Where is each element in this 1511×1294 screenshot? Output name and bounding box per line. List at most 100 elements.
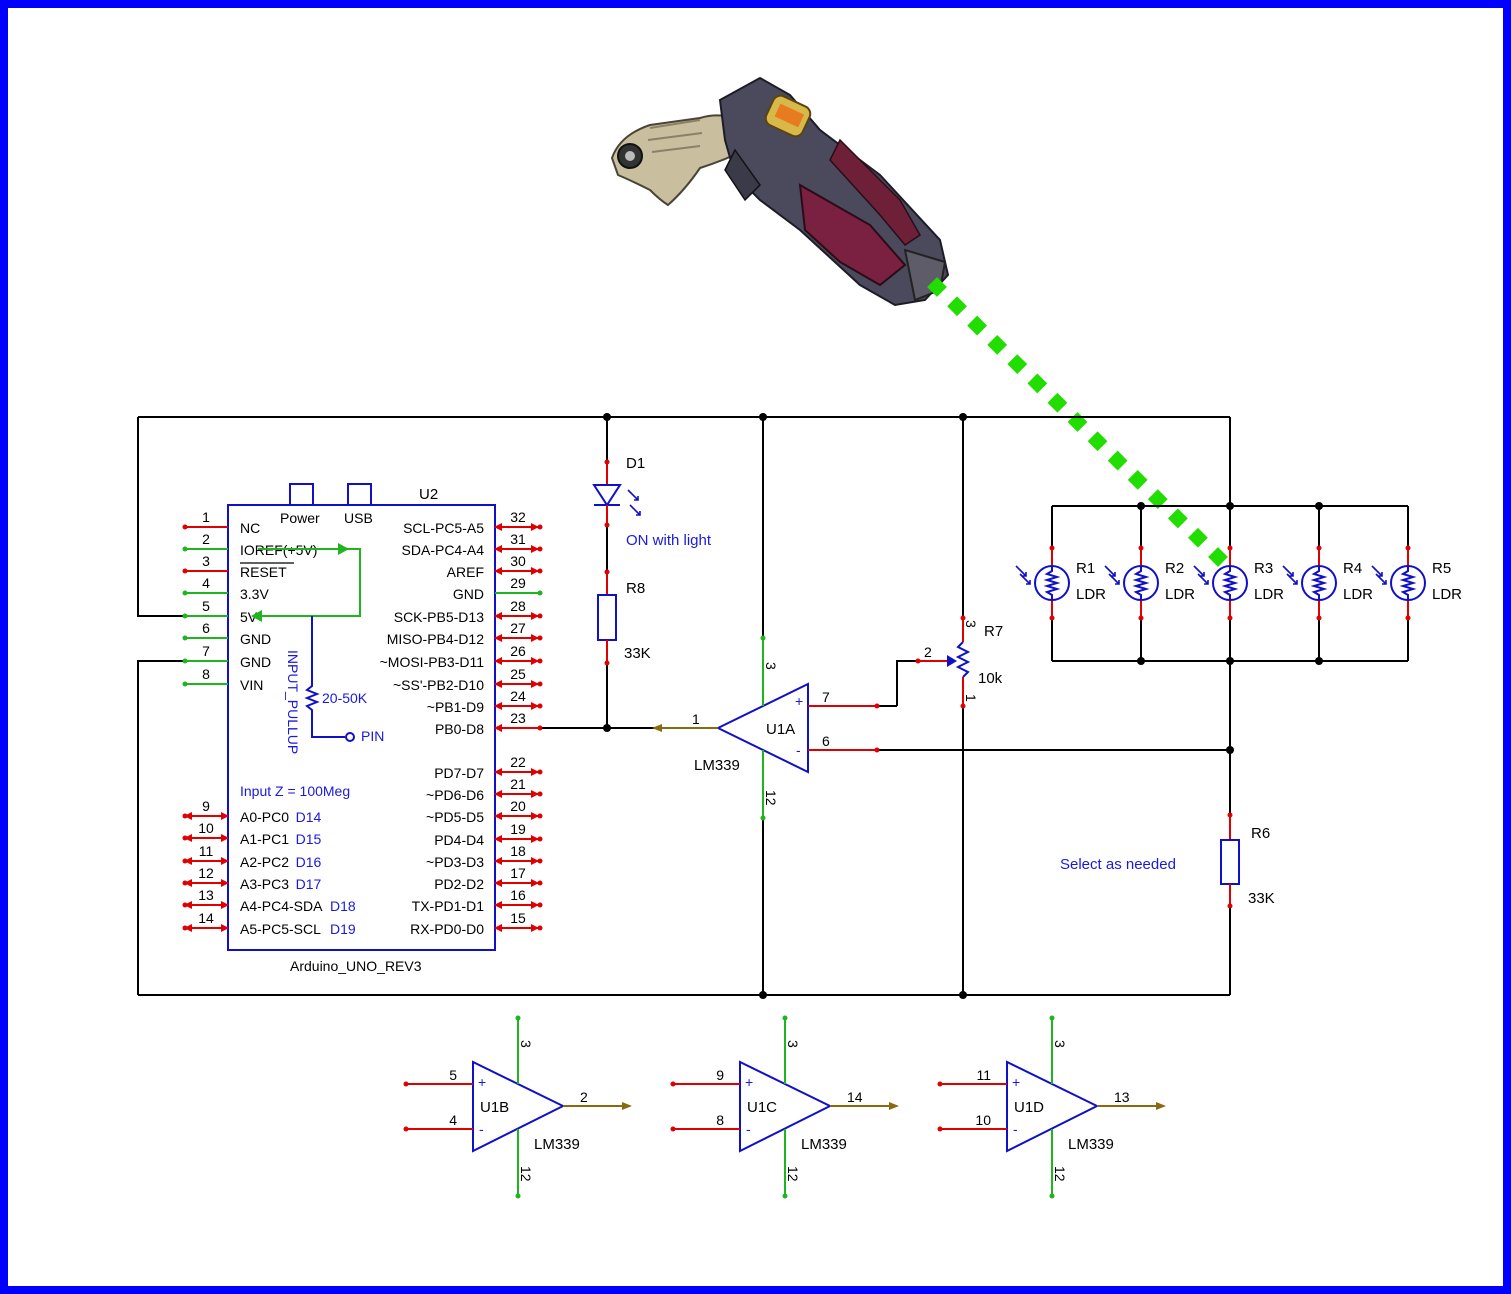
arduino-pin-digital: D18 (330, 898, 356, 914)
arduino-pin-left: 43.3V (182, 575, 269, 602)
laser-dot (1067, 412, 1088, 432)
comparator-pin-minus: 10 (975, 1112, 991, 1128)
laser-beam (927, 277, 1228, 567)
laser-dot (1127, 469, 1148, 490)
ldr-ref: R1 (1076, 560, 1095, 577)
comparator-pin-vcc: 3 (518, 1040, 534, 1048)
u1a-pin-gnd: 12 (763, 790, 779, 806)
arduino-pin-number: 23 (510, 710, 526, 726)
arduino-pin-number: 8 (202, 666, 210, 682)
arduino-pin-number: 16 (510, 887, 526, 903)
arduino-pin-right: 21 ~PD6-D6 (426, 776, 543, 803)
u1a-pin-out: 1 (692, 711, 700, 727)
svg-text:-: - (479, 1121, 484, 1137)
arduino-pin-name: PD2-D2 (434, 876, 484, 892)
arduino-pin-name: ~PD6-D6 (426, 787, 484, 803)
arduino-pin-left: 1NC (182, 509, 260, 536)
comparator-u1a: + - U1A LM339 7 6 1 3 12 (652, 635, 880, 821)
arduino-pin-right: 26~MOSI-PB3-D11 (380, 643, 543, 670)
arduino-pin-right: 20 ~PD5-D5 (426, 798, 543, 825)
arduino-right-pins: 32SCL-PC5-A531SDA-PC4-A430AREF29GND28SCK… (380, 509, 543, 937)
arduino-pin-name: 5V (240, 609, 258, 625)
laser-dot (927, 277, 947, 297)
arduino-pin-number: 7 (202, 643, 210, 659)
arduino-pin-name: RX-PD0-D0 (410, 921, 484, 937)
ldr-ref: R5 (1432, 560, 1451, 577)
arduino-pin-number: 6 (202, 620, 210, 636)
u1a-pin-vcc: 3 (763, 662, 779, 670)
laser-gun-image (610, 76, 950, 307)
ldr-value: LDR (1076, 586, 1106, 603)
svg-text:+: + (795, 693, 803, 709)
arduino-pin-number: 12 (198, 865, 214, 881)
arduino-pin-name: A4-PC4-SDA (240, 898, 323, 914)
arduino-pin-right: 25~SS'-PB2-D10 (393, 666, 543, 693)
arduino-pin-name: PB0-D8 (435, 721, 484, 737)
arduino-pin-number: 15 (510, 910, 526, 926)
laser-dot (1208, 547, 1228, 567)
arduino-pin-digital: D17 (296, 876, 322, 892)
potentiometer-r7: R7 10k 2 3 1 (915, 615, 1003, 709)
arduino-pin-name: NC (240, 520, 260, 536)
ldr-value: LDR (1432, 586, 1462, 603)
arduino-pin-number: 20 (510, 798, 526, 814)
5v-arrow (251, 610, 262, 622)
arduino-pin-number: 4 (202, 575, 210, 591)
ldr-value: LDR (1343, 586, 1373, 603)
arduino-pin-digital: D15 (296, 831, 322, 847)
arduino-pin-name: ~PD5-D5 (426, 809, 484, 825)
svg-text:-: - (796, 742, 801, 758)
arduino-pin-name: GND (240, 631, 271, 647)
arduino-pin-number: 19 (510, 821, 526, 837)
arduino-pin-name: AREF (447, 564, 484, 580)
arduino-pin-number: 14 (198, 910, 214, 926)
laser-dot (1027, 373, 1048, 394)
laser-dot (1007, 354, 1028, 375)
r7-pin3: 3 (963, 620, 979, 628)
svg-text:-: - (1013, 1121, 1018, 1137)
arduino-pin-name: RESET (240, 564, 287, 580)
arduino-pin-left: 55V (182, 598, 258, 625)
laser-dot (987, 334, 1008, 355)
comparator-pin-plus: 5 (449, 1067, 457, 1083)
r7-pin1: 1 (963, 694, 979, 702)
r6-ref: R6 (1251, 825, 1270, 842)
arduino-pin-name: ~PD3-D3 (426, 854, 484, 870)
laser-dot (1147, 489, 1168, 510)
r8-ref: R8 (626, 580, 645, 597)
power-label: Power (280, 510, 320, 526)
comparator-part: LM339 (1068, 1136, 1114, 1153)
arduino-pin-digital: D16 (296, 854, 322, 870)
comparator-ref: U1D (1014, 1099, 1044, 1116)
pullup-label: INPUT_PULLUP (285, 650, 301, 754)
arduino-pin-name: TX-PD1-D1 (412, 898, 485, 914)
arduino-pin-name: GND (453, 586, 484, 602)
arduino-pin-number: 21 (510, 776, 526, 792)
arduino-pin-number: 9 (202, 798, 210, 814)
arduino-pin-number: 18 (510, 843, 526, 859)
arduino-pin-number: 29 (510, 575, 526, 591)
arduino-pin-number: 10 (198, 820, 214, 836)
comparator-pin-out: 14 (847, 1089, 863, 1105)
comparator-pin-minus: 8 (716, 1112, 724, 1128)
comparator-pin-vcc: 3 (1052, 1040, 1068, 1048)
pin-label: PIN (361, 728, 384, 744)
arduino-uno: U2 Power USB Arduino_UNO_REV3 Input Z = … (182, 483, 543, 974)
ldr-ref: R2 (1165, 560, 1184, 577)
svg-text:+: + (1012, 1074, 1020, 1090)
laser-dot (1107, 450, 1128, 471)
u1a-part: LM339 (694, 757, 740, 774)
